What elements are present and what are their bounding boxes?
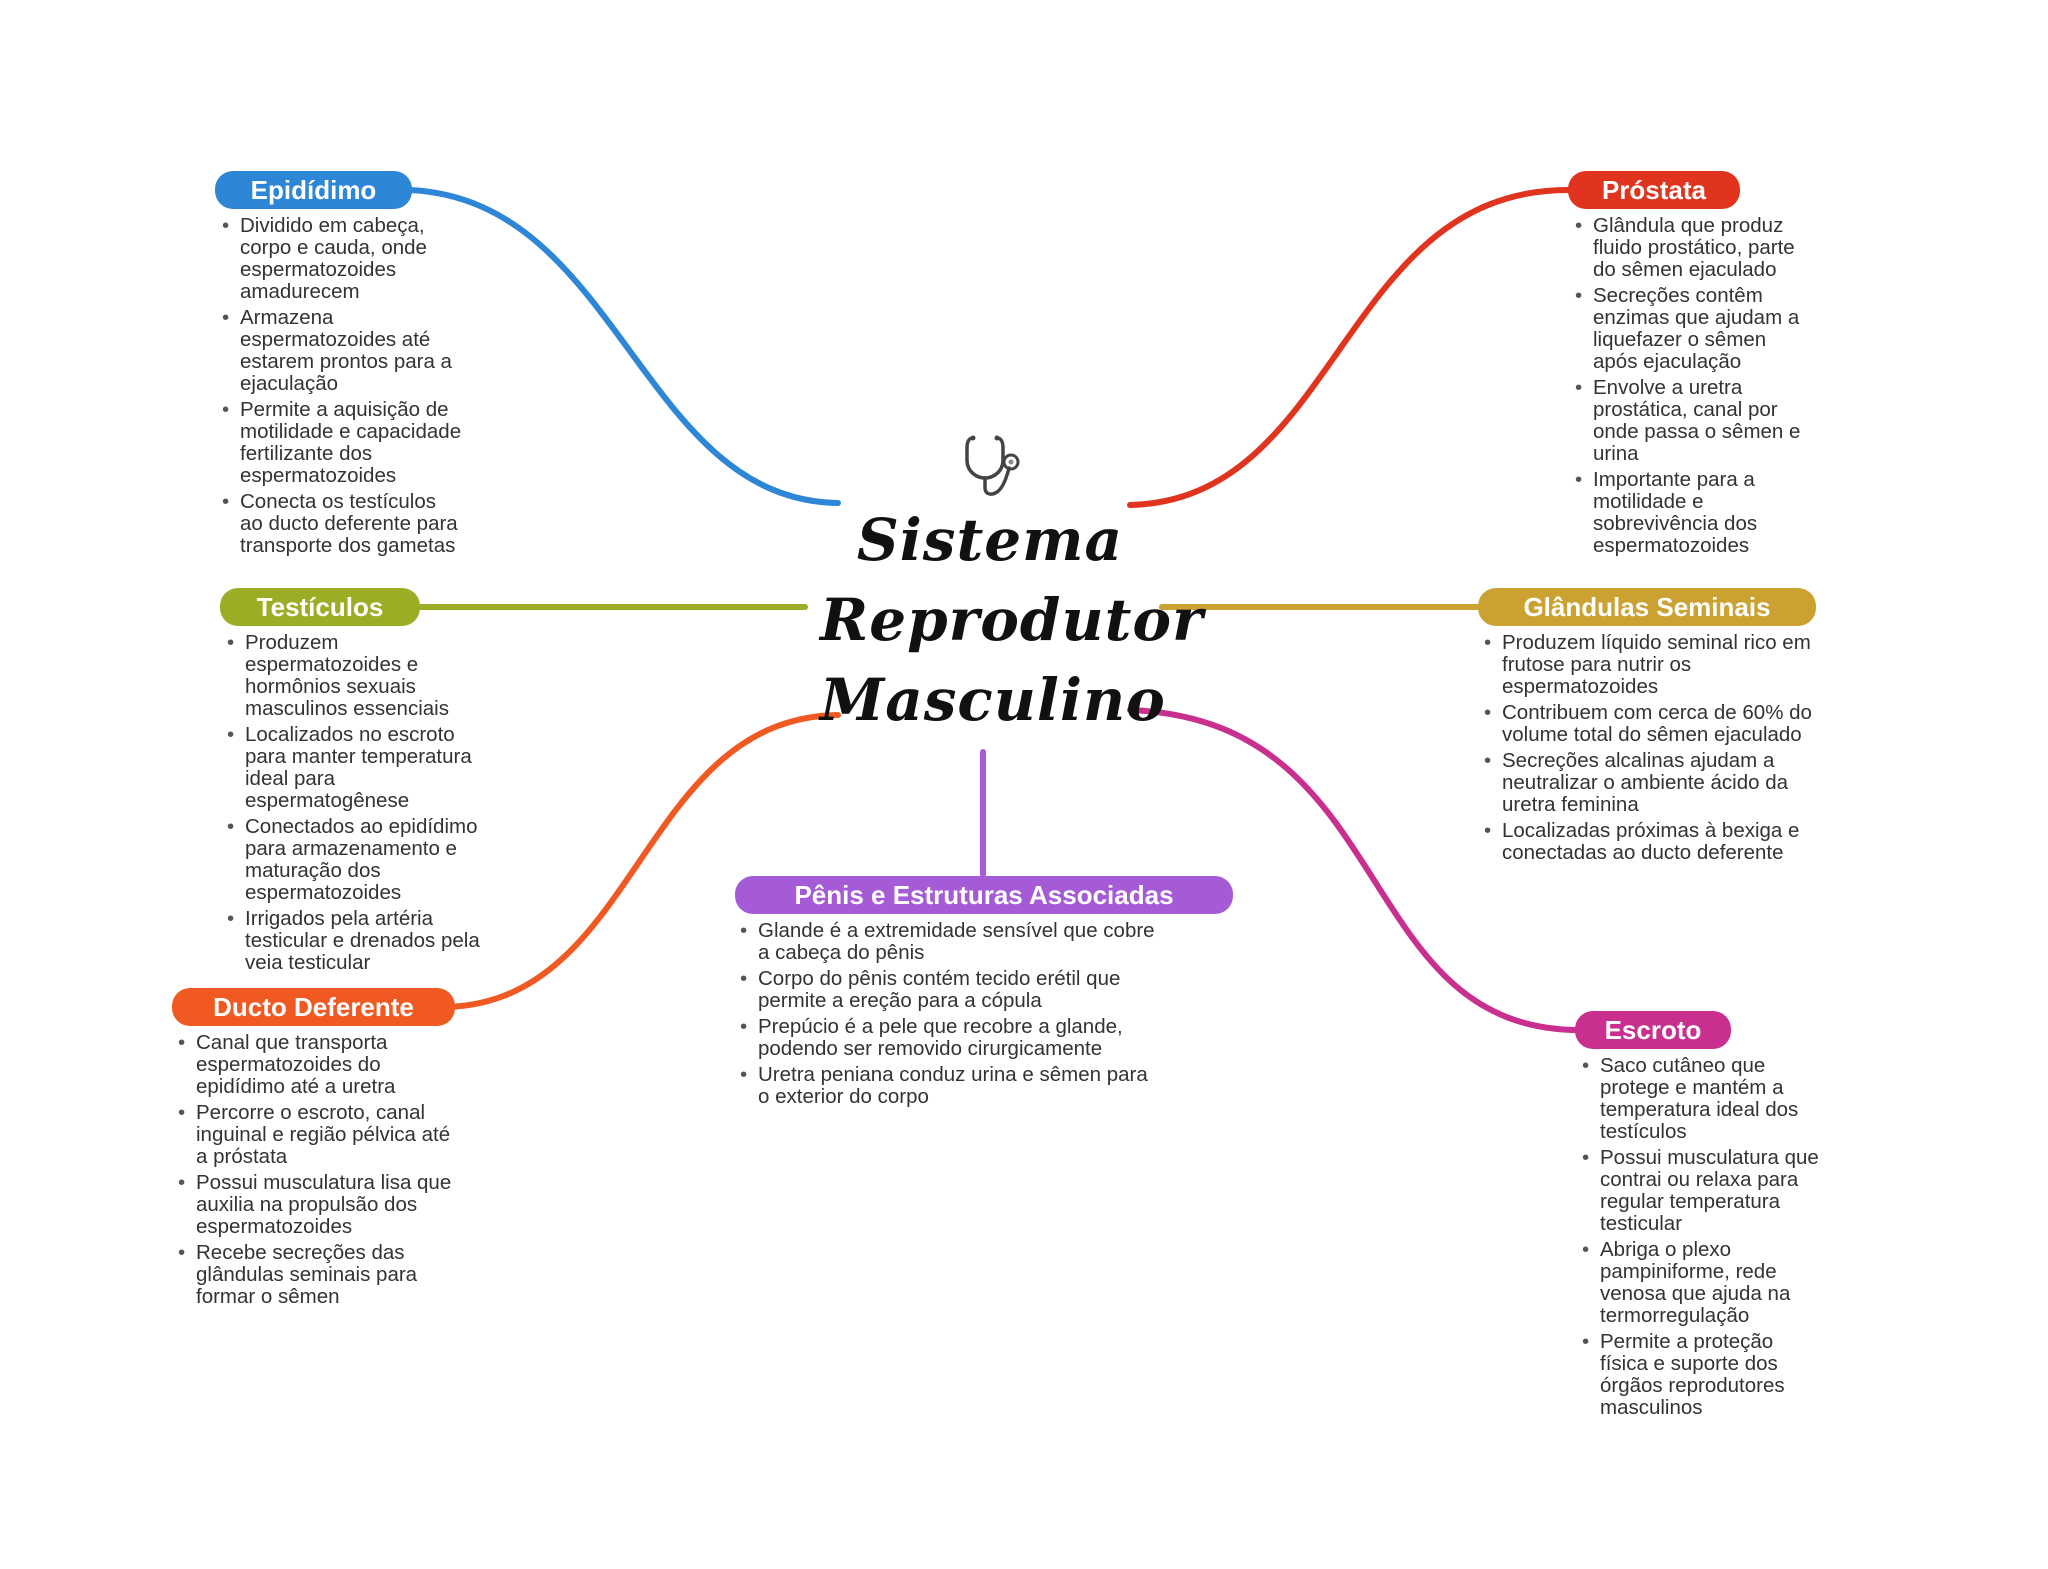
list-item: Permite a aquisição de motilidade e capa… [222,399,462,487]
notes-prostata: Glândula que produz fluido prostático, p… [1575,215,1815,561]
connector-prostata [1127,187,1571,508]
list-item: Percorre o escroto, canal inguinal e reg… [178,1102,453,1168]
list-item: Irrigados pela artéria testicular e dren… [227,908,487,974]
list-item: Recebe secreções das glândulas seminais … [178,1242,453,1308]
topic-epididimo[interactable]: Epidídimo [215,171,412,209]
list-item: Canal que transporta espermatozoides do … [178,1032,453,1098]
notes-ducto-deferente: Canal que transporta espermatozoides do … [178,1032,453,1312]
list-item: Secreções contêm enzimas que ajudam a li… [1575,285,1815,373]
list-item: Abriga o plexo pampiniforme, rede venosa… [1582,1239,1822,1327]
list-item: Dividido em cabeça, corpo e cauda, onde … [222,215,462,303]
list-item: Localizadas próximas à bexiga e conectad… [1484,820,1824,864]
topic-testiculos[interactable]: Testículos [220,588,420,626]
list-item: Localizados no escroto para manter tempe… [227,724,487,812]
list-item: Envolve a uretra prostática, canal por o… [1575,377,1815,465]
list-item: Importante para a motilidade e sobrevivê… [1575,469,1815,557]
list-item: Glândula que produz fluido prostático, p… [1575,215,1815,281]
list-item: Permite a proteção física e suporte dos … [1582,1331,1822,1419]
notes-epididimo: Dividido em cabeça, corpo e cauda, onde … [222,215,462,561]
list-item: Conectados ao epidídimo para armazenamen… [227,816,487,904]
title-line-1: Sistema [856,506,1124,574]
title-line-2: Reprodutor [820,586,1204,654]
notes-testiculos: Produzem espermatozoides e hormônios sex… [227,632,487,978]
list-item: Conecta os testículos ao ducto deferente… [222,491,462,557]
topic-escroto[interactable]: Escroto [1575,1011,1731,1049]
list-item: Produzem espermatozoides e hormônios sex… [227,632,487,720]
list-item: Contribuem com cerca de 60% do volume to… [1484,702,1824,746]
topic-ducto-deferente[interactable]: Ducto Deferente [172,988,455,1026]
central-topic[interactable]: Sistema Reprodutor Masculino [820,430,1204,740]
list-item: Possui musculatura lisa que auxilia na p… [178,1172,453,1238]
connector-ducto-deferente [445,712,841,1010]
list-item: Produzem líquido seminal rico em frutose… [1484,632,1824,698]
connector-escroto [1127,707,1583,1033]
connector-epididimo [407,187,841,506]
list-item: Corpo do pênis contém tecido erétil que … [740,968,1160,1012]
list-item: Uretra peniana conduz urina e sêmen para… [740,1064,1160,1108]
title-line-3: Masculino [820,666,1166,734]
list-item: Armazena espermatozoides até estarem pro… [222,307,462,395]
notes-penis: Glande é a extremidade sensível que cobr… [740,920,1160,1112]
list-item: Prepúcio é a pele que recobre a glande, … [740,1016,1160,1060]
topic-glandulas-seminais[interactable]: Glândulas Seminais [1478,588,1816,626]
list-item: Possui musculatura que contrai ou relaxa… [1582,1147,1822,1235]
notes-escroto: Saco cutâneo que protege e mantém a temp… [1582,1055,1822,1423]
notes-glandulas-seminais: Produzem líquido seminal rico em frutose… [1484,632,1824,868]
topic-prostata[interactable]: Próstata [1568,171,1740,209]
list-item: Secreções alcalinas ajudam a neutralizar… [1484,750,1824,816]
topic-penis[interactable]: Pênis e Estruturas Associadas [735,876,1233,914]
stethoscope-icon [965,435,1020,496]
list-item: Glande é a extremidade sensível que cobr… [740,920,1160,964]
list-item: Saco cutâneo que protege e mantém a temp… [1582,1055,1822,1143]
